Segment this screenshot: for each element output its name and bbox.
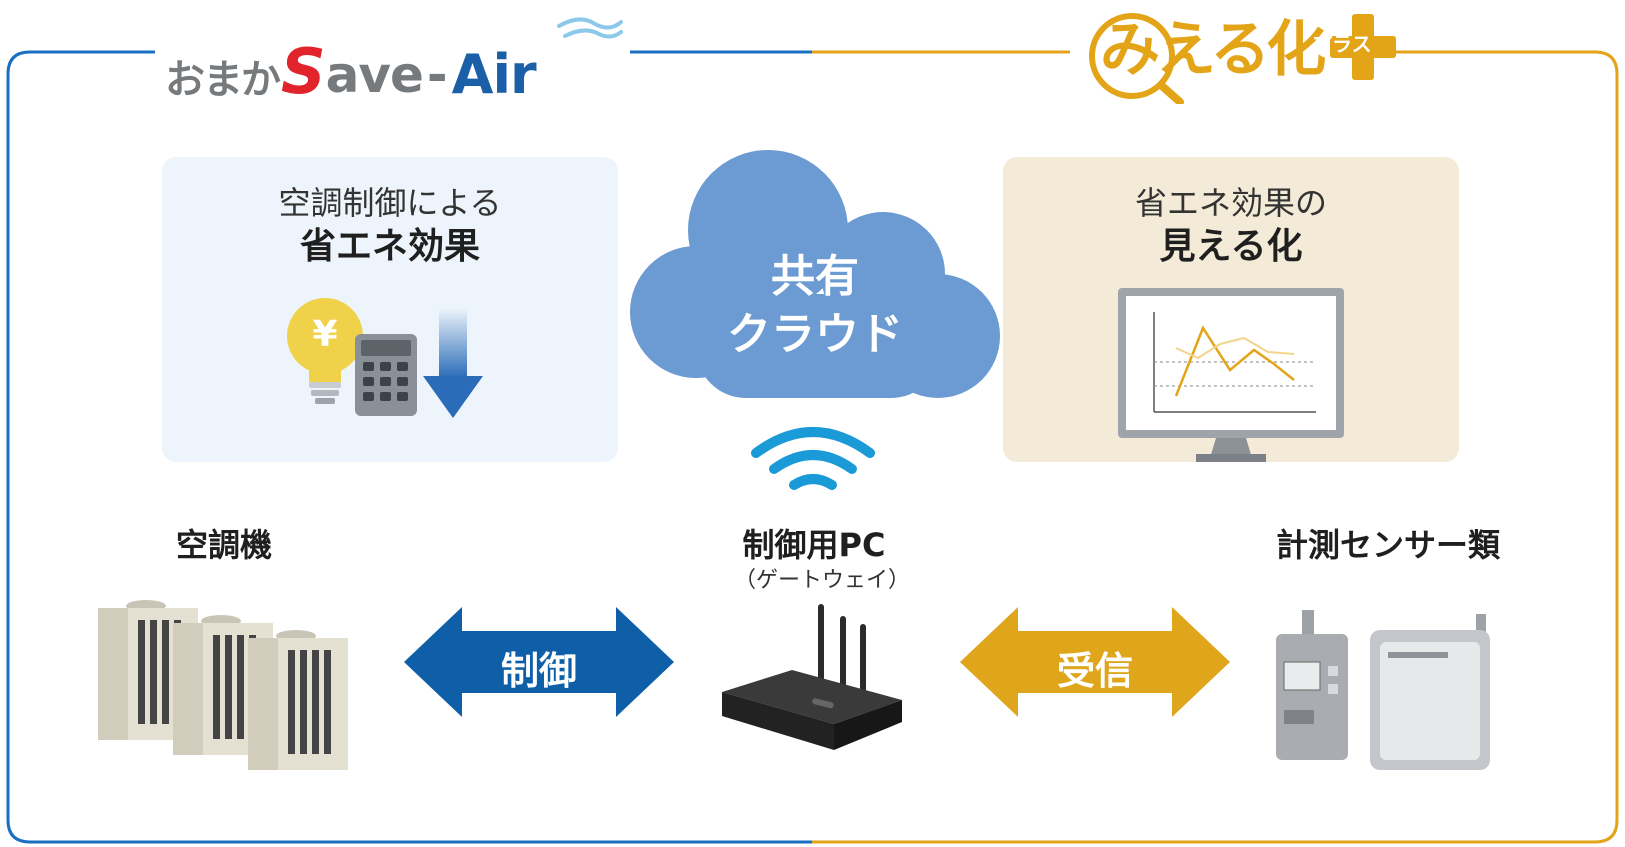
cloud-label-line1: 共有 <box>771 251 859 302</box>
control-arrow <box>404 607 674 717</box>
yen-symbol: ¥ <box>312 314 338 355</box>
panel-right-line1: 省エネ効果の <box>1134 184 1327 222</box>
router-illustration <box>722 604 902 750</box>
aircon-units-illustration <box>98 600 348 770</box>
logo-jp-text: おまか <box>165 57 281 103</box>
down-arrow-icon <box>423 308 483 418</box>
sensors-illustration <box>1276 610 1490 770</box>
wind-icon <box>557 17 623 39</box>
sensors-label: 計測センサー類 <box>1276 526 1501 564</box>
energy-saving-title: 空調制御による 省エネ効果 <box>162 182 618 270</box>
save-air-logo: おまか S ave - Air <box>165 30 537 109</box>
plus-label: プラス <box>1312 32 1372 56</box>
logo-dash: - <box>426 46 448 104</box>
aircon-label: 空調機 <box>176 526 273 564</box>
mieruka-text: みえる化 <box>1100 15 1326 85</box>
wifi-icon <box>751 427 875 490</box>
calculator-icon <box>355 334 417 416</box>
pc-label: 制御用PC <box>742 526 886 564</box>
panel-left-line1: 空調制御による <box>278 184 502 222</box>
lightbulb-icon <box>287 298 363 404</box>
pc-sublabel: （ゲートウェイ） <box>734 568 911 593</box>
panel-left-line2: 省エネ効果 <box>299 226 480 267</box>
control-arrow-label: 制御 <box>500 649 577 693</box>
mieruka-logo <box>1089 13 1396 104</box>
logo-air-text: Air <box>451 42 537 106</box>
cloud-label: 共有 クラウド <box>720 248 910 364</box>
aircon-unit <box>248 630 348 770</box>
cloud-icon <box>630 150 1000 398</box>
receive-arrow <box>960 607 1230 717</box>
cloud-label-line2: クラウド <box>727 309 903 360</box>
panel-right-line2: 見える化 <box>1159 226 1303 267</box>
receive-arrow-label: 受信 <box>1056 649 1133 693</box>
monitor-chart-icon <box>1118 288 1344 462</box>
visualization-title: 省エネ効果の 見える化 <box>1003 182 1459 270</box>
logo-ave-text: ave <box>325 46 424 104</box>
mieruka-logo-text: みえる化 <box>1100 20 1326 80</box>
sensor-panel-device <box>1370 614 1490 770</box>
savings-illustration <box>287 298 483 418</box>
sensor-device <box>1276 610 1348 760</box>
logo-s-letter: S <box>281 35 326 109</box>
